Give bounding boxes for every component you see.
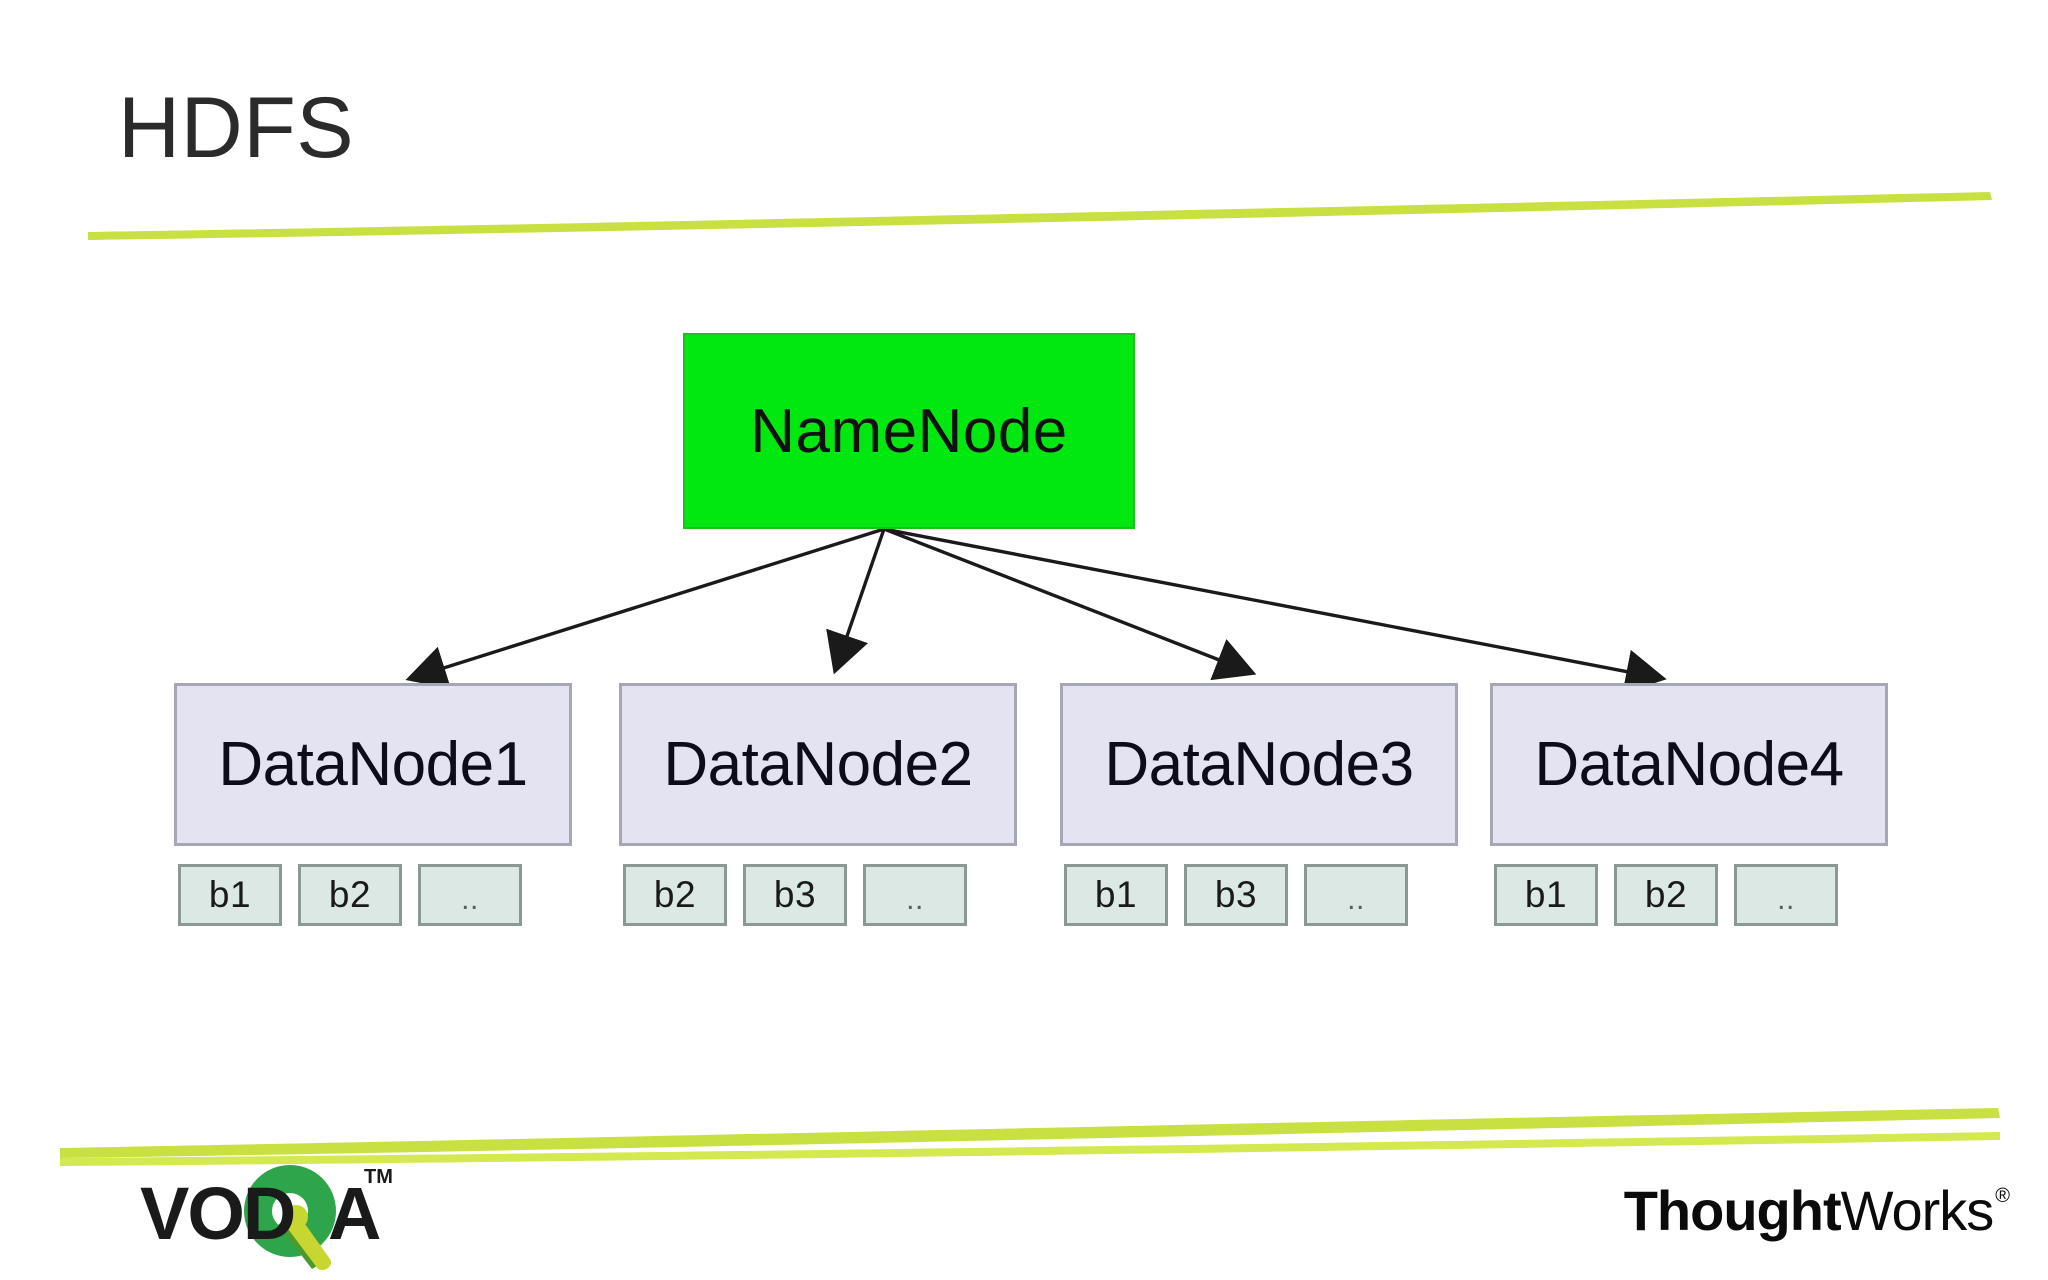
block-3-1[interactable]: b1 xyxy=(1064,864,1168,926)
page-title: HDFS xyxy=(118,80,355,176)
block-4-2[interactable]: b2 xyxy=(1614,864,1718,926)
datanode-box-3[interactable]: DataNode3 xyxy=(1060,683,1458,846)
namenode-label: NameNode xyxy=(750,396,1068,466)
thoughtworks-bold-text: Thought xyxy=(1623,1179,1842,1242)
block-1-3[interactable]: .. xyxy=(418,864,522,926)
vodqa-wordmark-left: VOD xyxy=(140,1172,294,1255)
arrow-to-datanode2 xyxy=(826,528,886,675)
datanode-column-4: DataNode4 b1 b2 .. xyxy=(1490,683,1888,926)
vodqa-trademark-icon: TM xyxy=(364,1166,393,1188)
namenode-box[interactable]: NameNode xyxy=(683,333,1135,529)
datanode-box-4[interactable]: DataNode4 xyxy=(1490,683,1888,846)
block-row-3: b1 b3 .. xyxy=(1060,864,1458,926)
block-row-1: b1 b2 .. xyxy=(174,864,572,926)
block-4-1[interactable]: b1 xyxy=(1494,864,1598,926)
datanode-label-3: DataNode3 xyxy=(1104,730,1414,799)
datanode-column-2: DataNode2 b2 b3 .. xyxy=(619,683,1017,926)
block-2-2[interactable]: b3 xyxy=(743,864,847,926)
vodqa-tail xyxy=(288,1217,332,1271)
arrow-to-datanode1 xyxy=(405,527,885,689)
datanode-label-4: DataNode4 xyxy=(1534,730,1844,799)
block-row-4: b1 b2 .. xyxy=(1490,864,1888,926)
block-1-1[interactable]: b1 xyxy=(178,864,282,926)
arrow-to-datanode3 xyxy=(883,527,1257,681)
block-2-1[interactable]: b2 xyxy=(623,864,727,926)
vodqa-tail-dot xyxy=(284,1205,308,1229)
block-row-2: b2 b3 .. xyxy=(619,864,1017,926)
datanode-box-1[interactable]: DataNode1 xyxy=(174,683,572,846)
datanode-column-3: DataNode3 b1 b3 .. xyxy=(1060,683,1458,926)
datanode-label-1: DataNode1 xyxy=(218,730,528,799)
datanode-box-2[interactable]: DataNode2 xyxy=(619,683,1017,846)
block-4-3[interactable]: .. xyxy=(1734,864,1838,926)
registered-trademark-icon: ® xyxy=(1995,1185,2010,1207)
block-2-3[interactable]: .. xyxy=(863,864,967,926)
datanode-column-1: DataNode1 b1 b2 .. xyxy=(174,683,572,926)
vodqa-wordmark-right: A xyxy=(328,1172,381,1255)
block-3-3[interactable]: .. xyxy=(1304,864,1408,926)
vodqa-logo: VOD A TM xyxy=(140,1155,410,1273)
datanode-label-2: DataNode2 xyxy=(663,730,973,799)
thoughtworks-regular-text: Works xyxy=(1840,1179,1995,1242)
block-3-2[interactable]: b3 xyxy=(1184,864,1288,926)
block-1-2[interactable]: b2 xyxy=(298,864,402,926)
arrow-to-datanode4 xyxy=(883,527,1667,694)
